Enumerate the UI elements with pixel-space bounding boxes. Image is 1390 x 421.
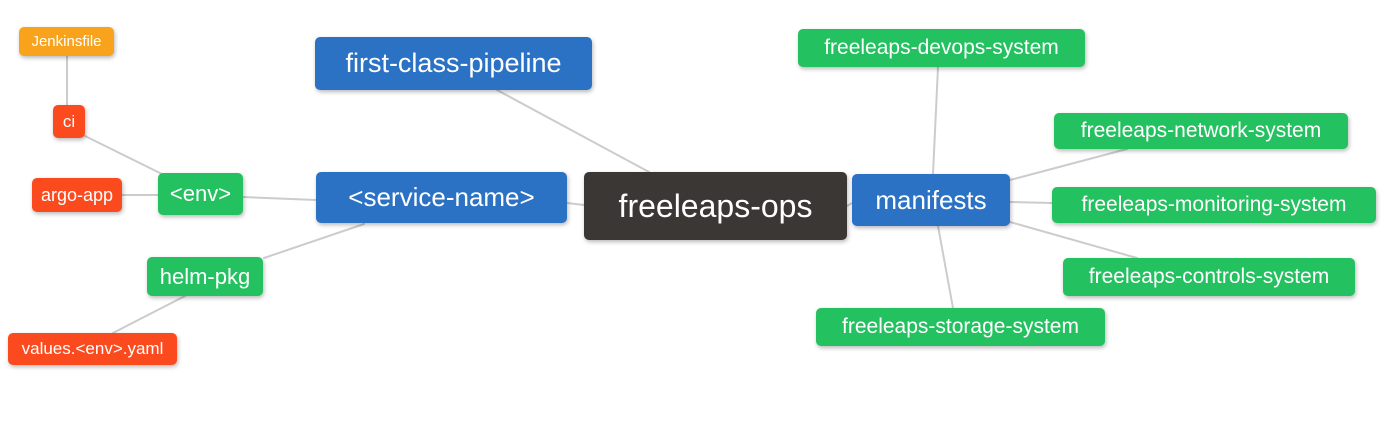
edge-manifests-storage xyxy=(937,225,954,309)
node-freeleaps-network-system[interactable]: freeleaps-network-system xyxy=(1054,113,1348,149)
node-env-label: <env> xyxy=(169,181,232,206)
node-jenkinsfile[interactable]: Jenkinsfile xyxy=(19,27,114,56)
edge-manifests-network xyxy=(1009,148,1128,181)
node-freeleaps-monitoring-system-label: freeleaps-monitoring-system xyxy=(1081,193,1347,216)
edge-devops-manifests xyxy=(932,66,939,175)
edge-manifests-controls xyxy=(1009,221,1138,259)
node-freeleaps-storage-system[interactable]: freeleaps-storage-system xyxy=(816,308,1105,346)
node-values-env-yaml[interactable]: values.<env>.yaml xyxy=(8,333,177,365)
edge-pipeline-freeleaps-ops xyxy=(496,89,650,173)
node-jenkinsfile-label: Jenkinsfile xyxy=(31,33,102,50)
node-freeleaps-controls-system-label: freeleaps-controls-system xyxy=(1088,265,1330,288)
edge-env-service-name xyxy=(242,196,317,201)
node-service-name[interactable]: <service-name> xyxy=(316,172,567,223)
node-ci-label: ci xyxy=(62,111,76,131)
node-freeleaps-network-system-label: freeleaps-network-system xyxy=(1080,119,1322,142)
node-freeleaps-controls-system[interactable]: freeleaps-controls-system xyxy=(1063,258,1355,296)
node-first-class-pipeline[interactable]: first-class-pipeline xyxy=(315,37,592,90)
node-helm-pkg-label: helm-pkg xyxy=(159,263,251,289)
edge-ci-env xyxy=(84,135,167,177)
node-argo-app-label: argo-app xyxy=(40,184,114,205)
node-freeleaps-monitoring-system[interactable]: freeleaps-monitoring-system xyxy=(1052,187,1376,223)
node-manifests-label: manifests xyxy=(875,184,987,215)
node-service-name-label: <service-name> xyxy=(348,182,535,212)
node-freeleaps-storage-system-label: freeleaps-storage-system xyxy=(842,315,1079,338)
edge-helm-pkg-service-name xyxy=(263,223,365,259)
node-freeleaps-devops-system[interactable]: freeleaps-devops-system xyxy=(798,29,1085,67)
node-freeleaps-ops-root[interactable]: freeleaps-ops xyxy=(584,172,847,240)
node-freeleaps-devops-system-label: freeleaps-devops-system xyxy=(824,36,1059,59)
edge-service-freeleaps-ops xyxy=(566,202,585,206)
node-ci[interactable]: ci xyxy=(53,105,85,138)
node-argo-app[interactable]: argo-app xyxy=(32,178,122,212)
edge-values-helm-pkg xyxy=(112,295,186,334)
edge-manifests-monitoring xyxy=(1009,201,1053,204)
node-values-env-yaml-label: values.<env>.yaml xyxy=(21,339,164,358)
node-env[interactable]: <env> xyxy=(158,173,243,215)
node-first-class-pipeline-label: first-class-pipeline xyxy=(345,48,562,78)
node-freeleaps-ops-label: freeleaps-ops xyxy=(618,187,813,224)
node-manifests[interactable]: manifests xyxy=(852,174,1010,226)
node-helm-pkg[interactable]: helm-pkg xyxy=(147,257,263,296)
